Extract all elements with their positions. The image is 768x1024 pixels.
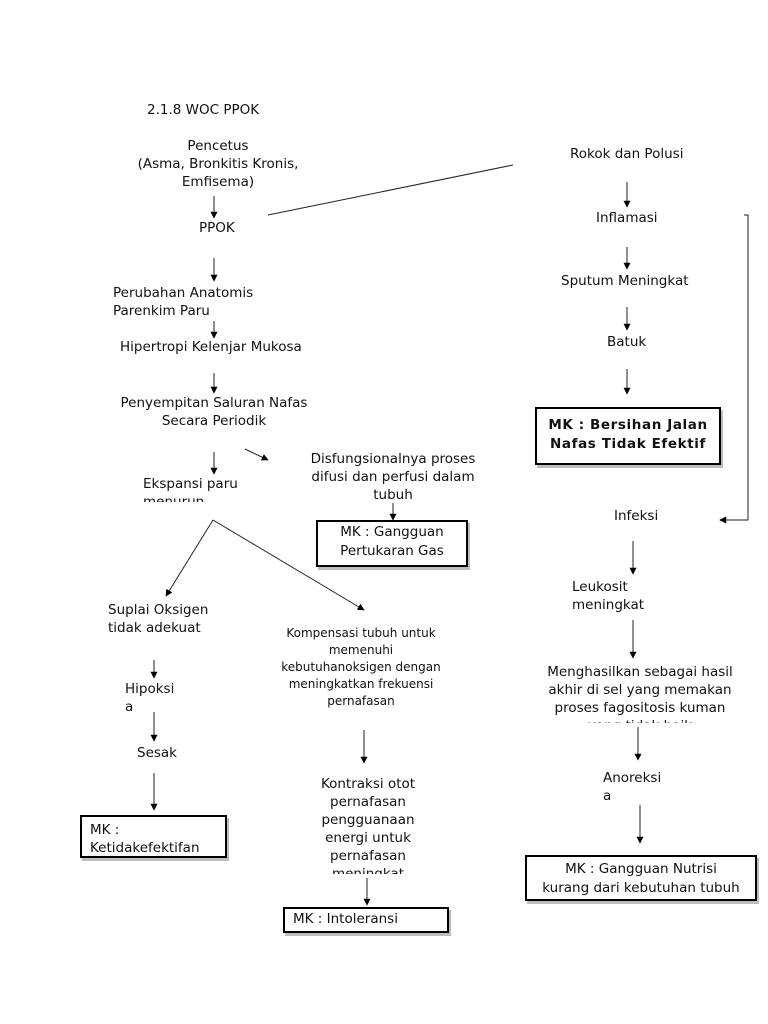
node-ekspansi-paru: Ekspansi paru menurun [143, 476, 238, 502]
arrow-penyempitan-disfungsi [244, 448, 269, 461]
mk-ketidakefektifan: MK : Ketidakefektifan [80, 815, 227, 858]
node-kompensasi: Kompensasi tubuh untuk memenuhi kebutuha… [281, 626, 441, 708]
node-suplai-oksigen: Suplai Oksigen tidak adekuat Keseluruh t… [108, 602, 209, 636]
mk-bersihan-jalan-nafas: MK : Bersihan Jalan Nafas Tidak Efektif [535, 407, 721, 465]
node-hipertropi: Hipertropi Kelenjar Mukosa [120, 339, 302, 355]
arrow-ekspansi-kompensasi [212, 519, 365, 611]
arrow-loop-infeksi [719, 214, 749, 524]
node-inflamasi: Inflamasi [596, 210, 658, 226]
mk-intoleransi-label: MK : Intoleransi [293, 911, 398, 927]
node-leukosit: Leukosit meningkat [572, 579, 645, 613]
mk-gas-label: MK : Gangguan Pertukaran Gas [340, 524, 444, 559]
node-infeksi: Infeksi [614, 508, 659, 524]
node-pencetus: Pencetus (Asma, Bronkitis Kronis, Emfise… [137, 138, 299, 190]
node-sesak: Sesak [137, 745, 177, 761]
mk-gangguan-nutrisi: MK : Gangguan Nutrisi kurang dari kebutu… [525, 855, 757, 901]
arrow-ekspansi-suplai [165, 519, 214, 597]
node-perubahan-anatomis: Perubahan Anatomis Parenkim Paru [113, 285, 254, 319]
node-kontraksi-otot: Kontraksi otot pernafasan pengguanaan en… [320, 776, 416, 874]
node-sputum: Sputum Meningkat [561, 273, 689, 289]
mk-intoleransi: MK : Intoleransi [283, 907, 449, 933]
node-ppok: PPOK [199, 220, 235, 236]
node-hipoksia: Hipoksi a [125, 681, 175, 715]
mk-bersihan-label: MK : Bersihan Jalan Nafas Tidak Efektif [548, 417, 708, 452]
mk-ketidakefektifan-label: MK : Ketidakefektifan [90, 822, 200, 856]
line-rokok-ppok [267, 164, 514, 216]
node-menghasilkan: Menghasilkan sebagai hasil akhir di sel … [547, 664, 733, 723]
node-anoreksia: Anoreksi a [603, 770, 662, 804]
mk-gangguan-pertukaran-gas: MK : Gangguan Pertukaran Gas [316, 520, 468, 567]
node-penyempitan: Penyempitan Saluran Nafas Secara Periodi… [120, 395, 308, 429]
mk-nutrisi-label: MK : Gangguan Nutrisi kurang dari kebutu… [542, 861, 740, 896]
diagram-title: 2.1.8 WOC PPOK [147, 102, 260, 118]
node-batuk: Batuk [607, 334, 647, 350]
node-disfungsi: Disfungsionalnya proses difusi dan perfu… [310, 451, 476, 503]
node-rokok-polusi: Rokok dan Polusi [570, 146, 684, 162]
